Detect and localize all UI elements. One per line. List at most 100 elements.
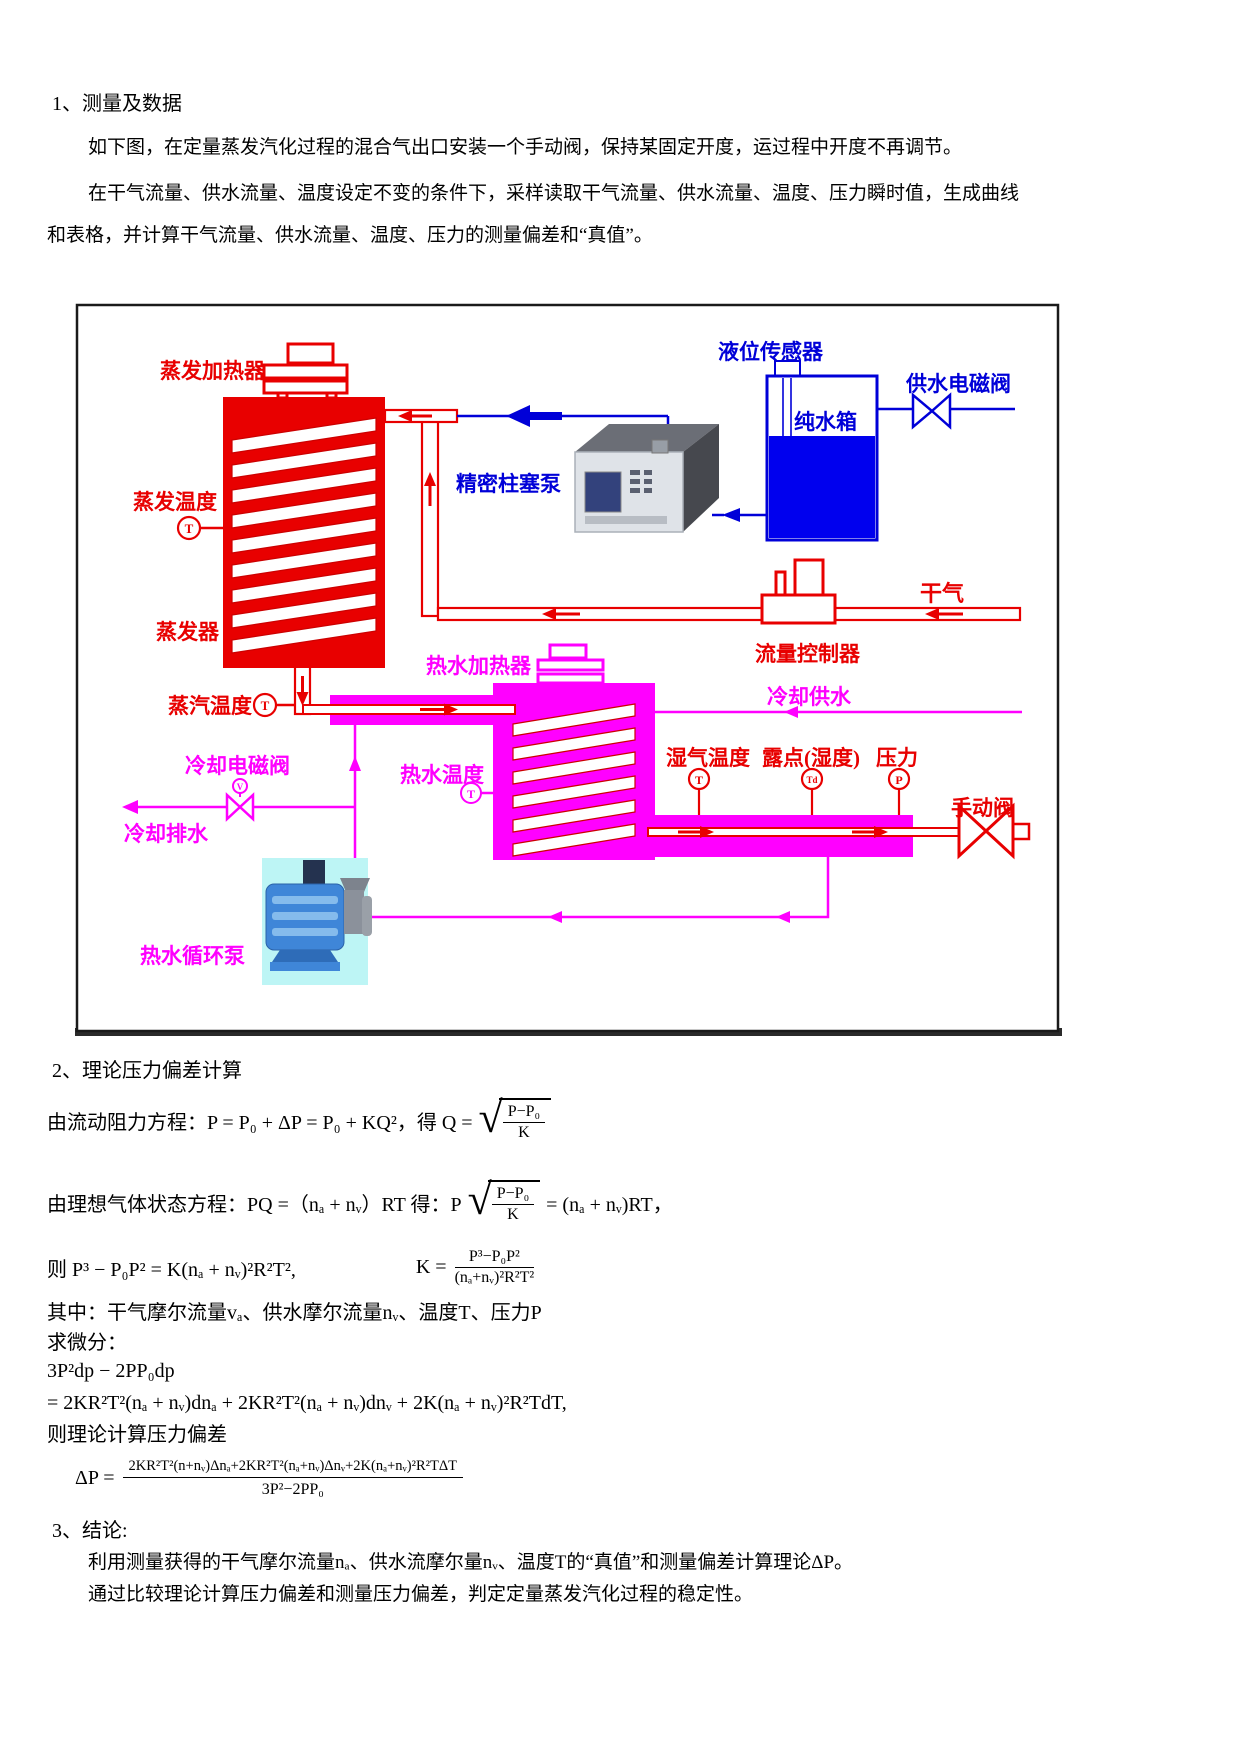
f9-fraction: 2KR²T²(n+nᵥ)Δnₐ+2KR²T²(nₐ+nᵥ)Δnᵥ+2K(nₐ+n… [122, 1458, 463, 1500]
steam-in-pipe [302, 704, 516, 715]
evaporator-heater-flange [262, 342, 349, 400]
t-letter: T [185, 521, 194, 536]
water-arrow-to-pump [722, 508, 740, 522]
f3-mid: K = [415, 1256, 447, 1279]
supply-solenoid-valve-device [911, 392, 952, 430]
return-arrow-2 [776, 911, 790, 923]
evap-temp-sensor: T [176, 515, 223, 541]
section1-para2-line2: 和表格，并计算干气流量、供水流量、温度、压力的测量偏差和“真值”。 [47, 225, 653, 246]
formula-differential-lhs: 3P²dp − 2PP₀dp [47, 1360, 175, 1382]
label-hot-water-pump: 热水循环泵 [140, 944, 245, 968]
process-diagram: V T [74, 303, 1065, 1045]
valve-v-letter: V [237, 782, 244, 792]
evaporator-coil [231, 417, 377, 654]
section2-heading: 2、理论压力偏差计算 [52, 1060, 242, 1082]
section3-line2: 通过比较理论计算压力偏差和测量压力偏差，判定定量蒸发汽化过程的稳定性。 [88, 1584, 754, 1605]
label-level-sensor: 液位传感器 [718, 340, 824, 364]
label-pressure: 压力 [876, 746, 918, 770]
pressure-icon [887, 767, 911, 791]
f2-den: K [507, 1206, 519, 1224]
temperature-icon [252, 692, 278, 718]
temperature-icon [460, 782, 482, 804]
formula-flow-resistance: 由流动阻力方程：P = P₀ + ΔP = P₀ + KQ²，得 Q = √P−… [47, 1095, 552, 1143]
f2-prefix: 由理想气体状态方程：PQ =（nₐ + nᵥ）RT 得：P [47, 1193, 462, 1216]
cooling-supply-arrow [784, 706, 798, 718]
hot-water-heater-flange [536, 643, 605, 685]
hot-water-temp-sensor: T [460, 782, 493, 804]
flow-controller-device [760, 558, 837, 625]
td-letter: Td [806, 775, 817, 785]
manual-valve-device [957, 802, 1031, 860]
label-evap-heater: 蒸发加热器 [160, 359, 266, 383]
pump-screen [584, 471, 622, 513]
riser-pipe [420, 412, 440, 618]
precision-pump-device [574, 424, 719, 533]
formula-variables: 其中：干气摩尔流量vₐ、供水摩尔流量nᵥ、温度T、压力P [47, 1302, 542, 1324]
f1-den: K [518, 1124, 530, 1142]
magenta-arrows [122, 706, 798, 923]
label-cooling-drain: 冷却排水 [124, 822, 209, 846]
hot-riser-arrow [349, 756, 361, 771]
pump-connector [651, 439, 669, 454]
section3-line1: 利用测量获得的干气摩尔流量nₐ、供水流摩尔量nᵥ、温度T的“真值”和测量偏差计算… [88, 1552, 854, 1573]
drain-arrow [122, 800, 138, 814]
formula-cubic: 则 P³ − P₀P² = K(nₐ + nᵥ)²R²T², K = P³−P₀… [47, 1248, 535, 1288]
label-cooling-supply: 冷却供水 [767, 685, 852, 709]
f9-prefix: ΔP = [75, 1467, 115, 1490]
steam-temp-sensor: T [252, 692, 295, 718]
f3-fraction: P³−P₀P²(nₐ+nᵥ)²R²T² [454, 1248, 535, 1288]
magenta-lines [138, 710, 1022, 919]
level-sensor-bracket [774, 360, 801, 376]
cooling-solenoid-valve: V [225, 778, 255, 822]
t-letter: T [695, 773, 703, 787]
pump-buttons [630, 470, 652, 493]
section1-para1: 如下图，在定量蒸发汽化过程的混合气出口安装一个手动阀，保持某固定开度，运过程中开… [88, 137, 963, 158]
label-precision-pump: 精密柱塞泵 [456, 472, 561, 496]
f3-den: (nₐ+nᵥ)²R²T² [454, 1269, 535, 1287]
circulation-pump-device [262, 858, 372, 985]
pure-water-tank-device [765, 360, 879, 542]
label-steam-temp: 蒸汽温度 [168, 694, 252, 718]
dewpoint-icon [800, 767, 824, 791]
formula-differential-heading: 求微分： [47, 1332, 127, 1354]
section3-heading: 3、结论: [52, 1520, 128, 1542]
temperature-icon [176, 515, 202, 541]
label-cooling-valve: 冷却电磁阀 [185, 754, 290, 778]
outlet-sensors: T Td P [687, 767, 911, 815]
hot-water-circuit: V T [122, 643, 1022, 923]
label-wet-gas-temp: 湿气温度 [666, 746, 750, 770]
section1-heading: 1、测量及数据 [52, 93, 182, 115]
hot-coil [512, 703, 636, 857]
label-dew-point: 露点(湿度) [762, 746, 860, 770]
diagram-labels: 蒸发加热器 蒸发温度 蒸发器 蒸汽温度 精密柱塞泵 液位传感器 纯水箱 供水电磁… [124, 340, 1014, 968]
return-arrow-1 [548, 911, 562, 923]
formula-differential-rhs: = 2KR²T²(nₐ + nᵥ)dnₐ + 2KR²T²(nₐ + nᵥ)dn… [47, 1392, 567, 1414]
valve-actuator-icon [232, 778, 248, 794]
section1-para2-line1: 在干气流量、供水流量、温度设定不变的条件下，采样读取干气流量、供水流量、温度、压… [88, 183, 1020, 204]
f9-num: 2KR²T²(n+nᵥ)Δnₐ+2KR²T²(nₐ+nᵥ)Δnᵥ+2K(nₐ+n… [122, 1458, 463, 1479]
water-fill [769, 436, 875, 538]
f2-suffix: = (nₐ + nᵥ)RT， [546, 1193, 673, 1216]
water-circuit [457, 360, 1015, 542]
t-letter: T [261, 698, 270, 713]
formula-deviation-heading: 则理论计算压力偏差 [47, 1424, 227, 1446]
label-flow-controller: 流量控制器 [755, 642, 861, 666]
label-dry-gas: 干气 [920, 581, 964, 606]
f1-num: P−P₀ [502, 1103, 546, 1124]
dry-gas-pipe [436, 606, 1022, 622]
label-pure-water-tank: 纯水箱 [794, 410, 857, 434]
label-evap-temp: 蒸发温度 [133, 490, 217, 514]
f1-prefix: 由流动阻力方程：P = P₀ + ΔP = P₀ + KQ²，得 Q = [47, 1111, 473, 1134]
label-hot-water-heater: 热水加热器 [426, 654, 532, 678]
f3-num: P³−P₀P² [454, 1248, 535, 1269]
temperature-icon [687, 767, 711, 791]
label-supply-valve: 供水电磁阀 [905, 372, 1011, 396]
label-hot-water-temp: 热水温度 [400, 763, 484, 787]
label-evaporator: 蒸发器 [156, 620, 220, 644]
f9-den: 3P²−2PP₀ [261, 1481, 324, 1499]
f2-num: P−P₀ [491, 1185, 535, 1206]
